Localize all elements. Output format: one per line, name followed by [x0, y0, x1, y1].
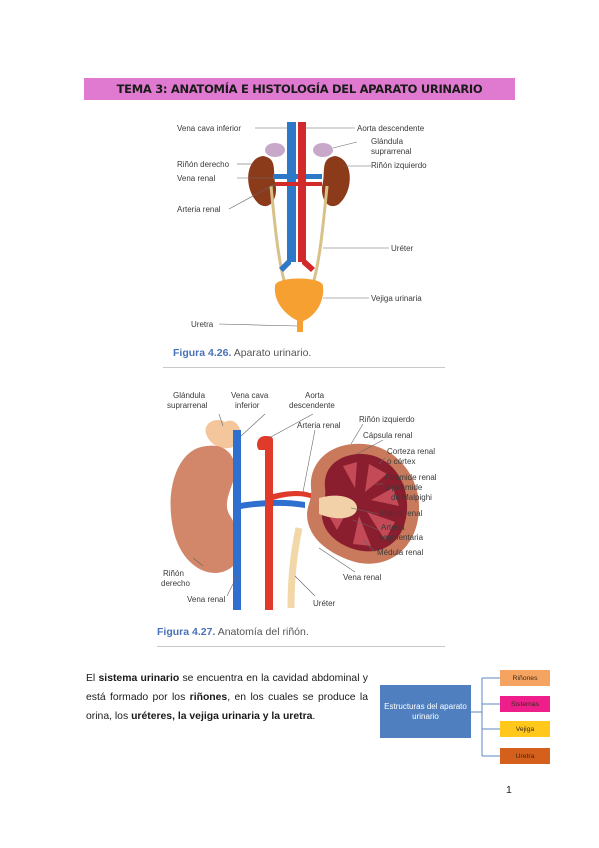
adrenal-gland	[205, 419, 241, 449]
page-title: TEMA 3: ANATOMÍA E HISTOLOGÍA DEL APARAT…	[116, 82, 483, 96]
concept-map-root: Estructuras del aparato urinario	[380, 685, 471, 738]
ureter-shape	[287, 527, 303, 609]
label-arteria-renal: Arteria renal	[297, 421, 341, 430]
concept-map-leaf-uretra: Uretra	[500, 748, 550, 764]
figure-urinary-system: Vena cava inferior Aorta descendente Glá…	[163, 108, 445, 370]
label-glandula: Glándula	[371, 137, 404, 146]
label-piramide-renal: Pirámide renal	[385, 473, 437, 482]
inferior-vena-cava	[287, 122, 296, 262]
label-o-piramide: o pirámide	[385, 483, 423, 492]
label-medula-renal: Médula renal	[377, 548, 423, 557]
label-descendente: descendente	[289, 401, 335, 410]
label-vena-renal: Vena renal	[177, 174, 215, 183]
iliac-artery-left	[302, 256, 315, 272]
label-rinon: Riñón	[163, 569, 184, 578]
left-ureter	[309, 185, 329, 291]
para-text-1: El	[86, 673, 99, 684]
right-renal-artery	[275, 182, 299, 186]
para-text-3: , en los cuales se produce la orina, los	[86, 692, 368, 722]
label-vena-cava: Vena cava	[231, 391, 269, 400]
figure-2-text: Anatomía del riñón.	[215, 626, 309, 638]
label-uretra: Uretra	[191, 320, 214, 329]
figure-2-rule	[157, 646, 445, 647]
urinary-bladder	[274, 278, 324, 322]
right-renal-vein	[273, 174, 289, 179]
iliac-vein-right	[279, 256, 291, 272]
figure-kidney-anatomy: Glándula suprarrenal Vena cava inferior …	[143, 380, 445, 648]
concept-map-leaf-sistemas: Sistemas	[500, 696, 550, 712]
label-o-cortex: o córtex	[387, 457, 415, 466]
left-renal-vein	[296, 174, 322, 179]
concept-map-connectors	[471, 677, 500, 757]
right-kidney	[170, 445, 242, 573]
concept-map-leaf-rinones: Riñones	[500, 670, 550, 686]
left-kidney	[321, 156, 350, 207]
label-derecho: derecho	[161, 579, 190, 588]
para-bold-rinones: riñones	[189, 692, 228, 703]
label-segmentaria: segmentaria	[379, 533, 424, 542]
label-arteria: Arteria	[381, 523, 405, 532]
left-renal-artery	[306, 182, 322, 186]
label-rinon-izquierdo: Riñón izquierdo	[359, 415, 415, 424]
label-glandula: Glándula	[173, 391, 206, 400]
label-suprarrenal: suprarrenal	[167, 401, 208, 410]
label-inferior: inferior	[235, 401, 260, 410]
label-vena-renal-left: Vena renal	[187, 595, 225, 604]
label-vejiga-urinaria: Vejiga urinaria	[371, 294, 422, 303]
right-kidney	[248, 156, 277, 207]
inferior-vena-cava	[233, 430, 241, 610]
label-corteza-renal: Corteza renal	[387, 447, 435, 456]
label-pelvis-renal: Pelvis renal	[381, 509, 423, 518]
figure-1-caption: Figura 4.26. Aparato urinario.	[173, 347, 311, 359]
label-arteria-renal: Arteria renal	[177, 205, 221, 214]
title-banner: TEMA 3: ANATOMÍA E HISTOLOGÍA DEL APARAT…	[84, 78, 515, 100]
leaf-label-vejiga: Vejiga	[515, 725, 535, 733]
right-ureter	[269, 185, 289, 291]
renal-artery	[273, 491, 313, 500]
leaf-label-uretra: Uretra	[515, 752, 535, 760]
para-bold-ureteres: uréteres, la vejiga urinaria y la uretra	[131, 711, 313, 722]
label-aorta-descendente: Aorta descendente	[357, 124, 425, 133]
renal-pelvis	[319, 495, 357, 519]
intro-paragraph: El sistema urinario se encuentra en la c…	[86, 669, 368, 726]
figure-2-number: Figura 4.27.	[157, 626, 216, 638]
leaf-label-rinones: Riñones	[512, 674, 538, 682]
para-text-4: .	[312, 711, 316, 722]
figure-1-rule	[163, 367, 445, 368]
page-number: 1	[506, 784, 512, 796]
label-rinon-izquierdo: Riñón izquierdo	[371, 161, 427, 170]
label-capsula-renal: Cápsula renal	[363, 431, 413, 440]
para-text-2: se encuentra en la cavidad abdominal y e…	[86, 673, 368, 703]
urethra-shape	[297, 320, 303, 332]
label-ureter: Uréter	[391, 244, 414, 253]
label-suprarrenal: suprarrenal	[371, 147, 412, 156]
left-adrenal-gland	[313, 143, 333, 157]
label-vena-renal-right: Vena renal	[343, 573, 381, 582]
leaf-label-sistemas: Sistemas	[511, 700, 539, 708]
figure-1-text: Aparato urinario.	[231, 347, 312, 359]
kidney-anatomy-illustration: Glándula suprarrenal Vena cava inferior …	[161, 391, 437, 610]
label-ureter: Uréter	[313, 599, 336, 608]
descending-aorta	[298, 122, 306, 262]
right-adrenal-gland	[265, 143, 285, 157]
label-malpighi: de Malpighi	[391, 493, 432, 502]
concept-map-leaf-vejiga: Vejiga	[500, 721, 550, 737]
label-aorta: Aorta	[305, 391, 325, 400]
figure-1-number: Figura 4.26.	[173, 347, 232, 359]
renal-pyramids	[329, 462, 399, 546]
label-vena-cava-inferior: Vena cava inferior	[177, 124, 241, 133]
para-bold-sistema-urinario: sistema urinario	[98, 673, 180, 684]
concept-map-root-label: Estructuras del aparato urinario	[384, 701, 467, 721]
figure-2-caption: Figura 4.27. Anatomía del riñón.	[157, 626, 309, 638]
urinary-system-illustration: Vena cava inferior Aorta descendente Glá…	[177, 122, 427, 332]
label-rinon-derecho: Riñón derecho	[177, 160, 230, 169]
descending-aorta	[257, 436, 273, 610]
